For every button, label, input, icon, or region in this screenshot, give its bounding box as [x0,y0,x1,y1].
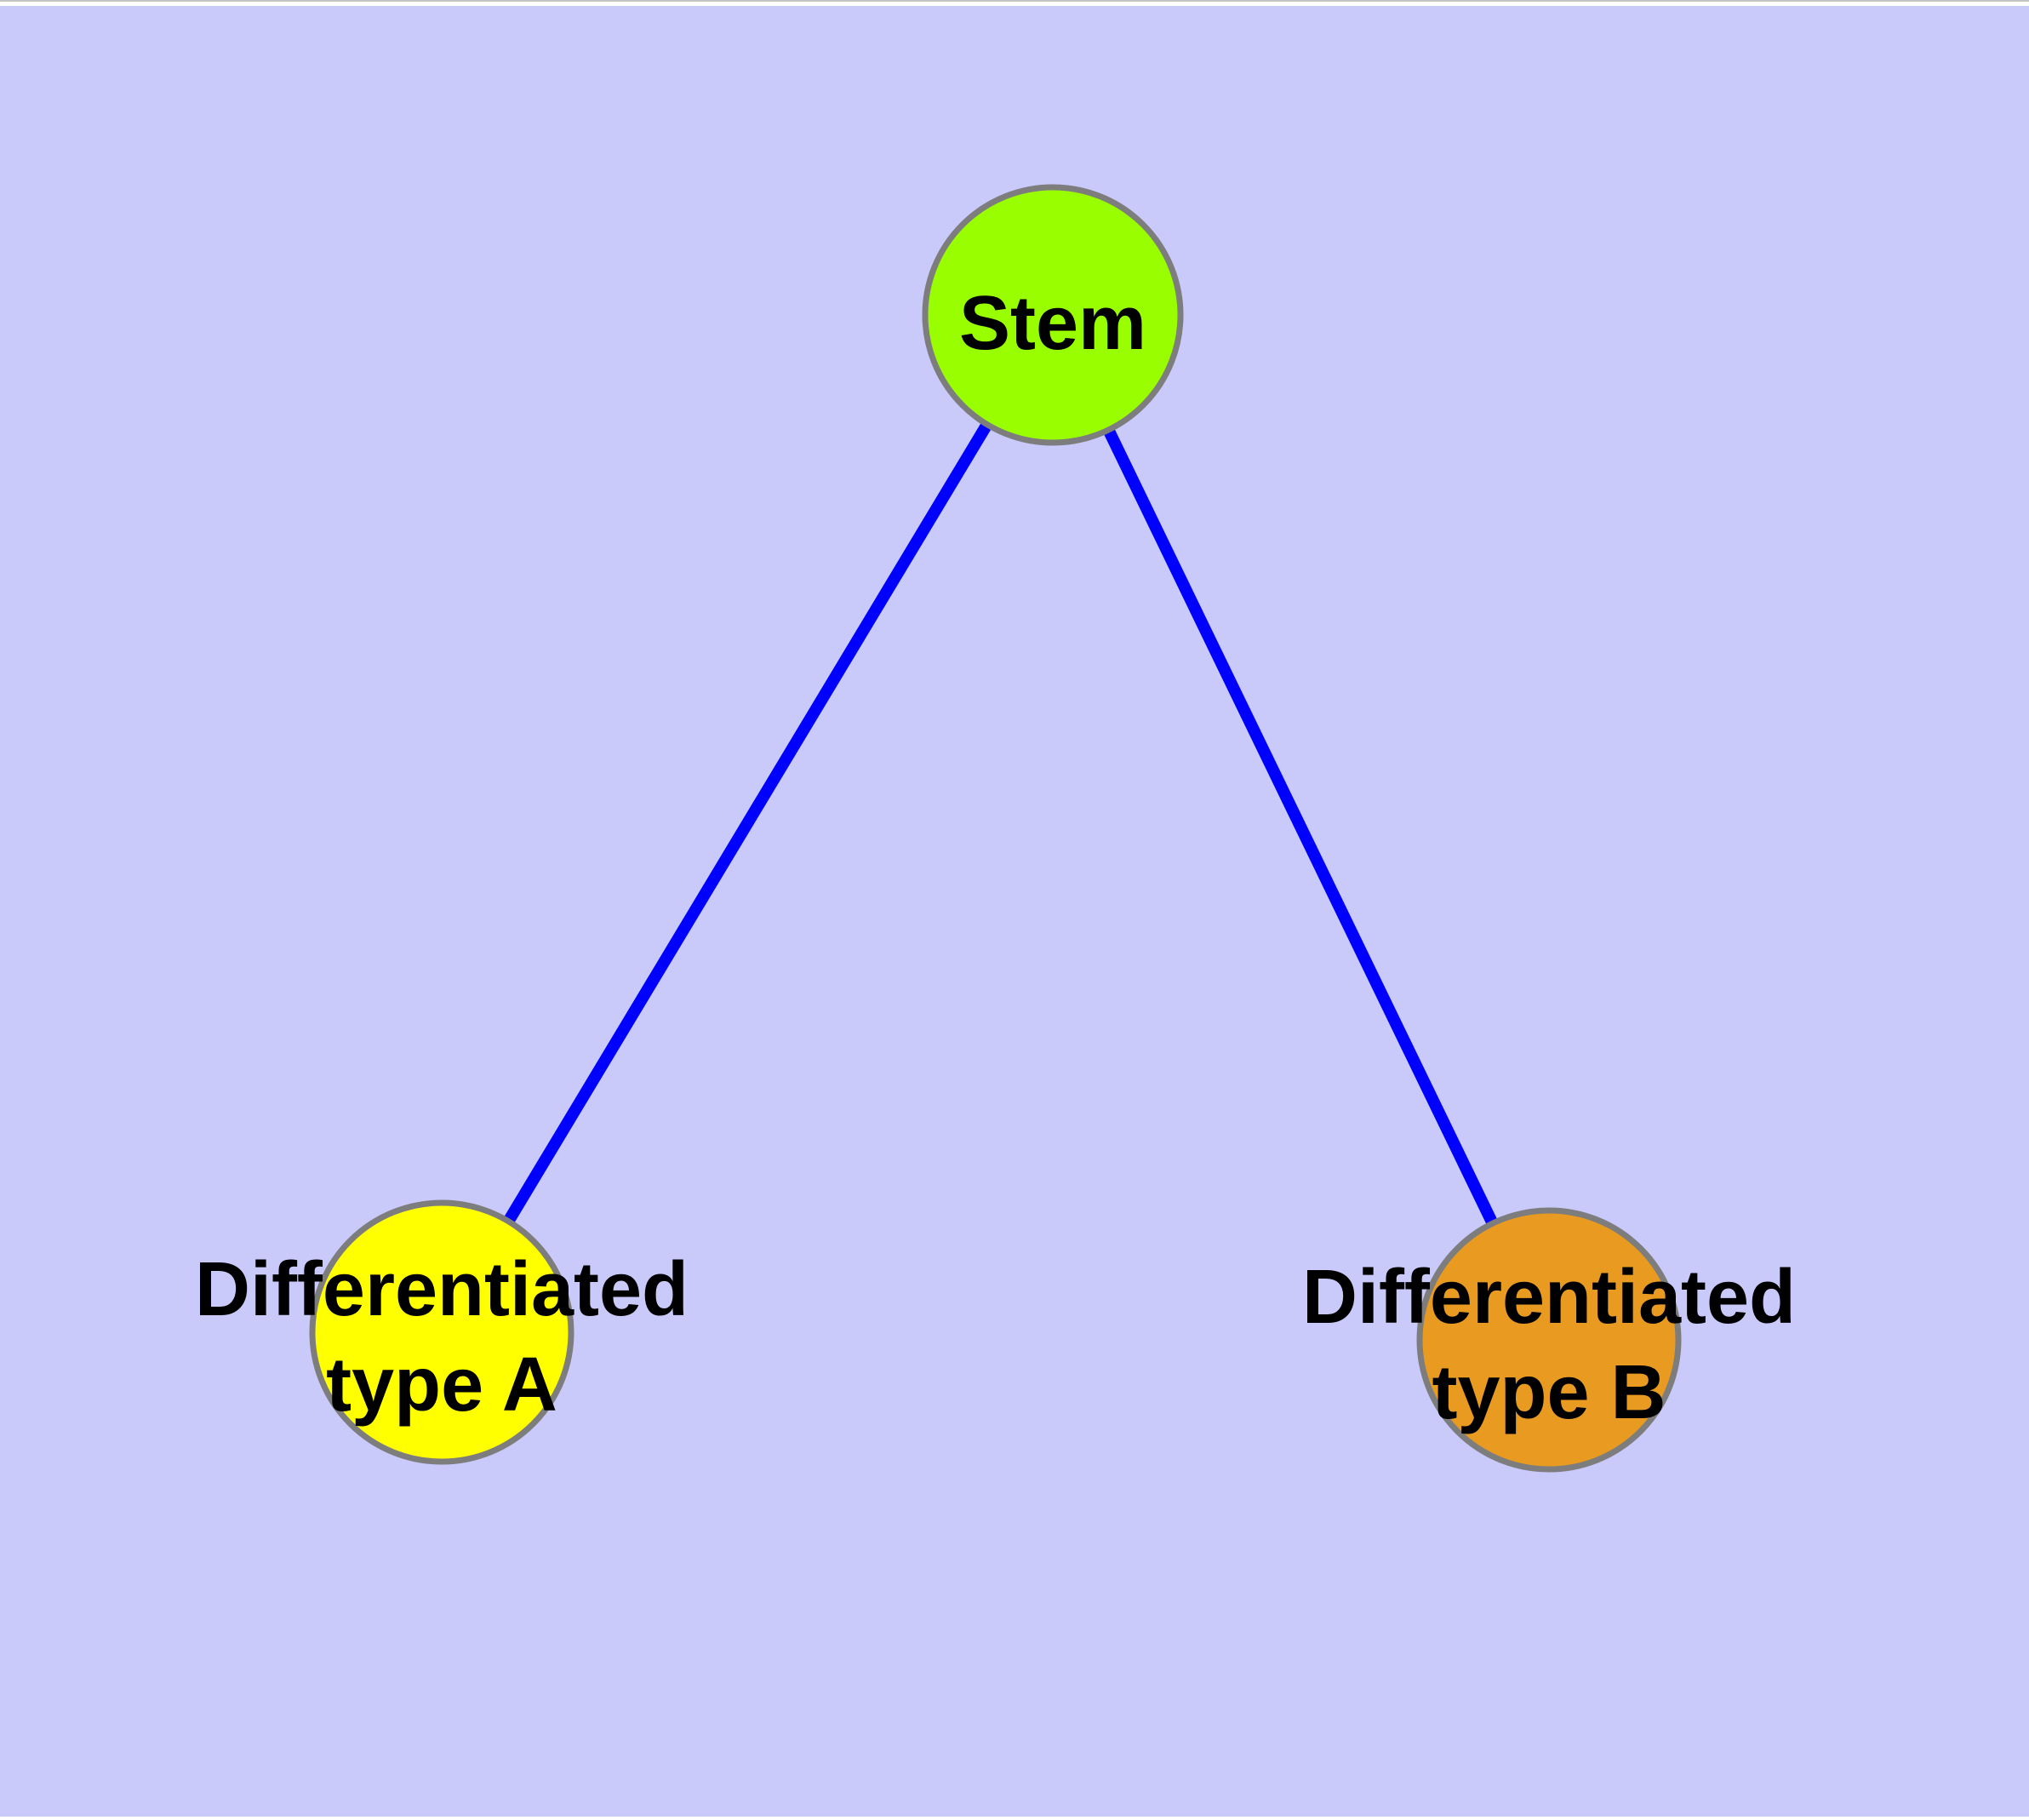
node-type-b-label-line2: type B [1432,1350,1666,1435]
node-type-b-label-line1: Differentiated [1302,1255,1796,1340]
node-type-a-label-line1: Differentiated [195,1247,689,1332]
edge-stem-to-type-b [1047,312,1555,1343]
node-differentiated-type-b [1416,1207,1682,1473]
node-type-a-label-line2: type A [326,1342,557,1428]
node-stem-label: Stem [959,281,1146,366]
edge-stem-to-type-a [436,312,1059,1336]
node-differentiated-type-a [309,1199,574,1465]
top-hairline [0,0,2029,2]
node-stem [922,184,1184,446]
